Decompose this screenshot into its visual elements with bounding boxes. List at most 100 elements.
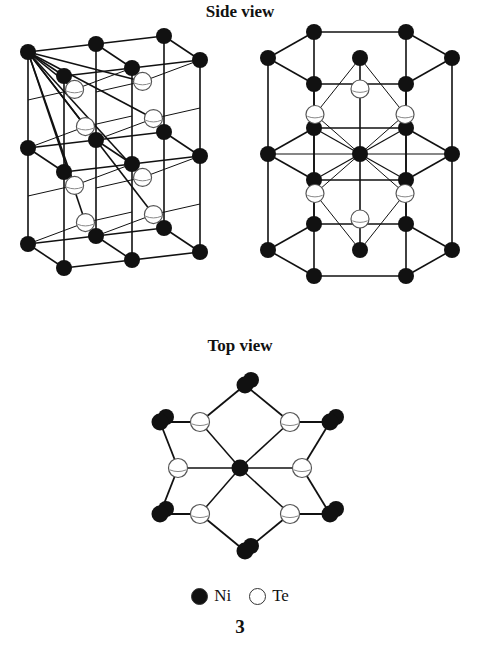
- te-atom: [191, 413, 210, 432]
- te-atom-shade: [135, 83, 150, 85]
- bond-line: [28, 52, 143, 81]
- te-atom-shade: [397, 116, 412, 118]
- ni-atom: [20, 236, 36, 252]
- ni-atom: [20, 44, 36, 60]
- view-heading: Top view: [207, 336, 272, 356]
- te-atom-shade: [294, 470, 310, 472]
- ni-atom: [152, 506, 169, 523]
- te-atom-shade: [192, 424, 208, 426]
- ni-atom: [260, 50, 276, 66]
- te-atom: [134, 72, 152, 90]
- bond-line: [314, 275, 406, 277]
- te-atom-shade: [352, 91, 367, 93]
- te-atom: [351, 210, 369, 228]
- bond-line: [314, 31, 406, 33]
- te-atom: [169, 459, 188, 478]
- ni-atom: [352, 50, 368, 66]
- ni-atom: [124, 252, 140, 268]
- te-atom: [66, 80, 84, 98]
- te-atom-body: [191, 505, 210, 524]
- te-atom: [281, 505, 300, 524]
- legend-item: Ni: [191, 586, 231, 606]
- te-atom-body: [351, 80, 369, 98]
- te-atom-shade: [146, 120, 161, 122]
- te-atom-body: [396, 106, 414, 124]
- te-atom-body: [144, 206, 162, 224]
- te-atom-shade: [282, 516, 298, 518]
- te-atom-shade: [78, 224, 93, 226]
- te-atom: [396, 106, 414, 124]
- ni-atom: [152, 414, 169, 431]
- bond-line: [28, 52, 143, 177]
- te-atom-body: [66, 80, 84, 98]
- ni-atom: [192, 52, 208, 68]
- figure-number: 3: [235, 616, 245, 638]
- legend-item: Te: [249, 586, 289, 606]
- te-atom-body: [66, 176, 84, 194]
- legend-swatch: [249, 588, 266, 605]
- te-atom-shade: [170, 470, 186, 472]
- view-heading: Side view: [206, 2, 274, 22]
- ni-atom: [306, 76, 322, 92]
- te-atom-body: [144, 110, 162, 128]
- te-atom-shade: [135, 179, 150, 181]
- legend-text: Te: [272, 586, 289, 606]
- bonds: [28, 32, 452, 551]
- te-atom: [144, 110, 162, 128]
- te-atom: [134, 168, 152, 186]
- te-atom: [76, 214, 94, 232]
- bond-line: [240, 422, 290, 468]
- bond-line: [360, 154, 361, 219]
- te-atom-shade: [192, 516, 208, 518]
- ni-atom: [20, 140, 36, 156]
- te-atom: [306, 106, 324, 124]
- te-atom: [293, 459, 312, 478]
- te-atom: [351, 80, 369, 98]
- te-atom-body: [351, 210, 369, 228]
- te-atom-shade: [397, 195, 412, 197]
- te-atom: [306, 185, 324, 203]
- ni-atom: [444, 242, 460, 258]
- te-atom-body: [191, 413, 210, 432]
- ni-atom: [56, 260, 72, 276]
- ni-atom: [306, 216, 322, 232]
- ni-atom: [237, 543, 254, 560]
- te-atom-shade: [307, 116, 322, 118]
- ni-atom: [306, 24, 322, 40]
- te-atom-body: [293, 459, 312, 478]
- ni-atom: [260, 146, 276, 162]
- te-atom-body: [76, 118, 94, 136]
- ni-atom: [306, 268, 322, 284]
- te-atom-body: [134, 168, 152, 186]
- ni-atom: [192, 148, 208, 164]
- te-atom-body: [306, 106, 324, 124]
- bond-line: [64, 252, 200, 268]
- legend: Ni Te: [0, 586, 480, 606]
- ni-atom: [237, 377, 254, 394]
- te-atom-body: [134, 72, 152, 90]
- ni-atom: [352, 242, 368, 258]
- ni-atom: [444, 50, 460, 66]
- ni-atom: [156, 28, 172, 44]
- te-atom: [66, 176, 84, 194]
- bond-line: [240, 468, 290, 514]
- te-atom-body: [281, 505, 300, 524]
- ni-atom: [88, 36, 104, 52]
- ni-atom: [322, 506, 339, 523]
- legend-text: Ni: [214, 586, 231, 606]
- te-atom: [281, 413, 300, 432]
- te-atom: [191, 505, 210, 524]
- bond-line: [28, 52, 85, 223]
- te-atom-shade: [67, 91, 82, 93]
- te-atom-shade: [282, 424, 298, 426]
- te-atom-shade: [78, 128, 93, 130]
- te-atom-body: [396, 185, 414, 203]
- te-atom: [396, 185, 414, 203]
- atoms: [20, 24, 460, 559]
- te-atom-shade: [67, 187, 82, 189]
- ni-atom: [192, 244, 208, 260]
- ni-atom: [322, 414, 339, 431]
- te-atom-shade: [352, 221, 367, 223]
- te-atom-shade: [146, 216, 161, 218]
